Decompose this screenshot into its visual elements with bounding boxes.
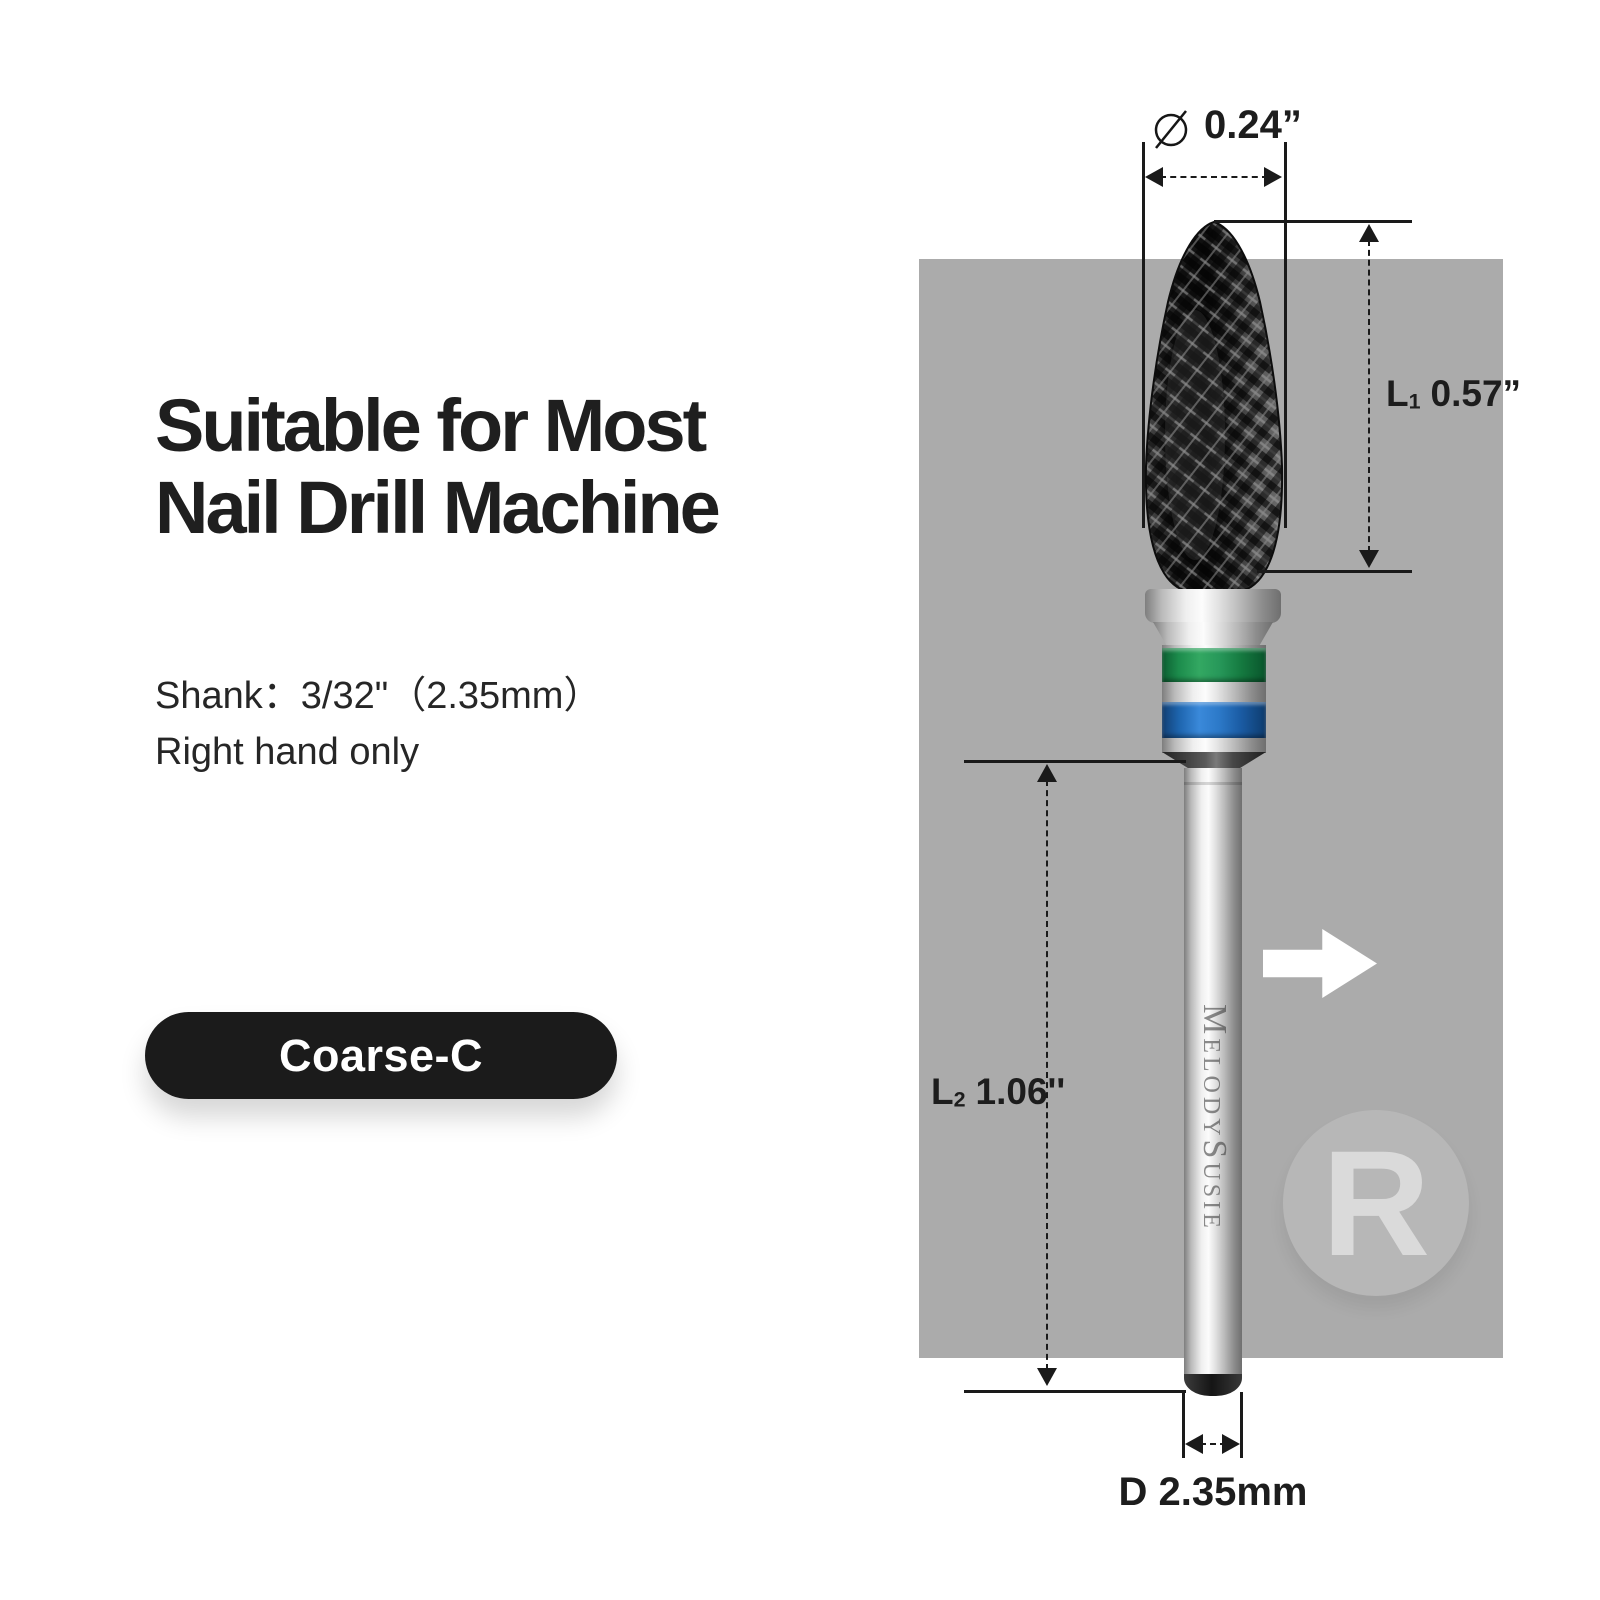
bit-shank-tip	[1184, 1374, 1242, 1396]
bit-shank	[1184, 768, 1242, 1374]
l2-value: L2 1.06''	[931, 1071, 1065, 1113]
extension-line	[964, 1390, 1186, 1393]
arrowhead-down-icon	[1359, 550, 1379, 568]
arrowhead-right-icon	[1264, 167, 1282, 187]
page-title-line2: Nail Drill Machine	[155, 466, 721, 549]
arrowhead-up-icon	[1359, 224, 1379, 242]
dimension-line	[1200, 1443, 1226, 1445]
arrowhead-left-icon	[1185, 1434, 1203, 1454]
arrowhead-left-icon	[1145, 167, 1163, 187]
extension-line	[1142, 142, 1145, 528]
l2-subscript: 2	[953, 1087, 966, 1112]
grit-color-band-blue	[1162, 702, 1266, 738]
grit-color-band-green	[1162, 648, 1266, 682]
arrowhead-up-icon	[1037, 764, 1057, 782]
extension-line	[1214, 220, 1412, 223]
bit-collar-cone	[1162, 752, 1266, 770]
shank-diameter-value: D 2.35mm	[1118, 1470, 1308, 1514]
l1-number: 0.57”	[1430, 373, 1522, 414]
dimension-line	[1160, 176, 1268, 178]
spec-hand-direction: Right hand only	[155, 731, 420, 773]
extension-line	[964, 760, 1186, 763]
brand-engraving: MelodySusie	[1196, 1003, 1233, 1232]
l1-subscript: 1	[1408, 389, 1421, 414]
shank-seam-line	[1184, 782, 1242, 785]
extension-line	[1257, 570, 1412, 573]
dimension-line	[1368, 240, 1370, 552]
l1-value: L1 0.57”	[1386, 373, 1521, 415]
bit-collar-neck	[1162, 645, 1266, 753]
l2-number: 1.06''	[975, 1071, 1066, 1112]
grit-badge: Coarse-C	[145, 1012, 617, 1099]
watermark-letter: R	[1321, 1119, 1431, 1287]
spec-shank-size: Shank：3/32"（2.35mm）	[155, 675, 602, 717]
spec-list: Shank：3/32"（2.35mm） Right hand only	[155, 668, 601, 780]
l1-symbol: L	[1386, 373, 1409, 414]
extension-line	[1240, 1392, 1243, 1458]
arrowhead-down-icon	[1037, 1368, 1057, 1386]
l2-symbol: L	[931, 1071, 954, 1112]
diameter-value: 0.24”	[1204, 103, 1302, 147]
extension-line	[1182, 1392, 1185, 1458]
arrowhead-right-icon	[1222, 1434, 1240, 1454]
diameter-icon	[1154, 110, 1188, 149]
bit-collar-top	[1145, 589, 1281, 623]
dimension-line	[1046, 780, 1048, 1370]
extension-line	[1284, 142, 1287, 528]
bit-head-flame	[1144, 220, 1284, 592]
watermark-circle: R	[1283, 1110, 1469, 1296]
page-title-line1: Suitable for Most	[155, 384, 707, 467]
page-title: Suitable for Most Nail Drill Machine	[155, 384, 721, 549]
bit-collar-taper	[1153, 622, 1273, 647]
grit-badge-label: Coarse-C	[278, 1029, 484, 1081]
